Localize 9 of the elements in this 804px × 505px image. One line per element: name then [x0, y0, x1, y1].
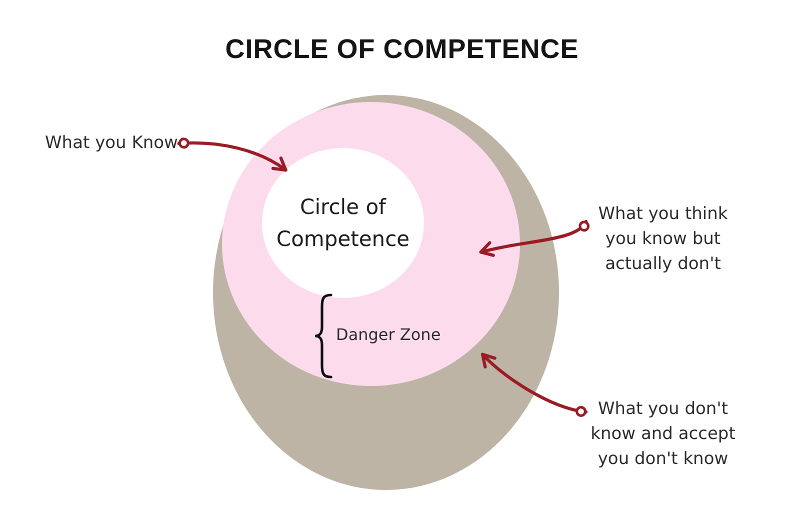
leader-arrow — [479, 220, 589, 258]
callout-text: What you don't know and accept you don't know — [587, 397, 739, 472]
leader-arrow — [481, 352, 588, 417]
callout-text: What you think you know but actually don't — [587, 202, 739, 277]
diagram-title: CIRCLE OF COMPETENCE — [225, 34, 579, 64]
callout-text: What you Know — [45, 131, 178, 156]
circle-label: Circle of Competence — [275, 194, 411, 253]
leader-arrow — [177, 138, 288, 172]
zone-label: Danger Zone — [336, 325, 441, 345]
